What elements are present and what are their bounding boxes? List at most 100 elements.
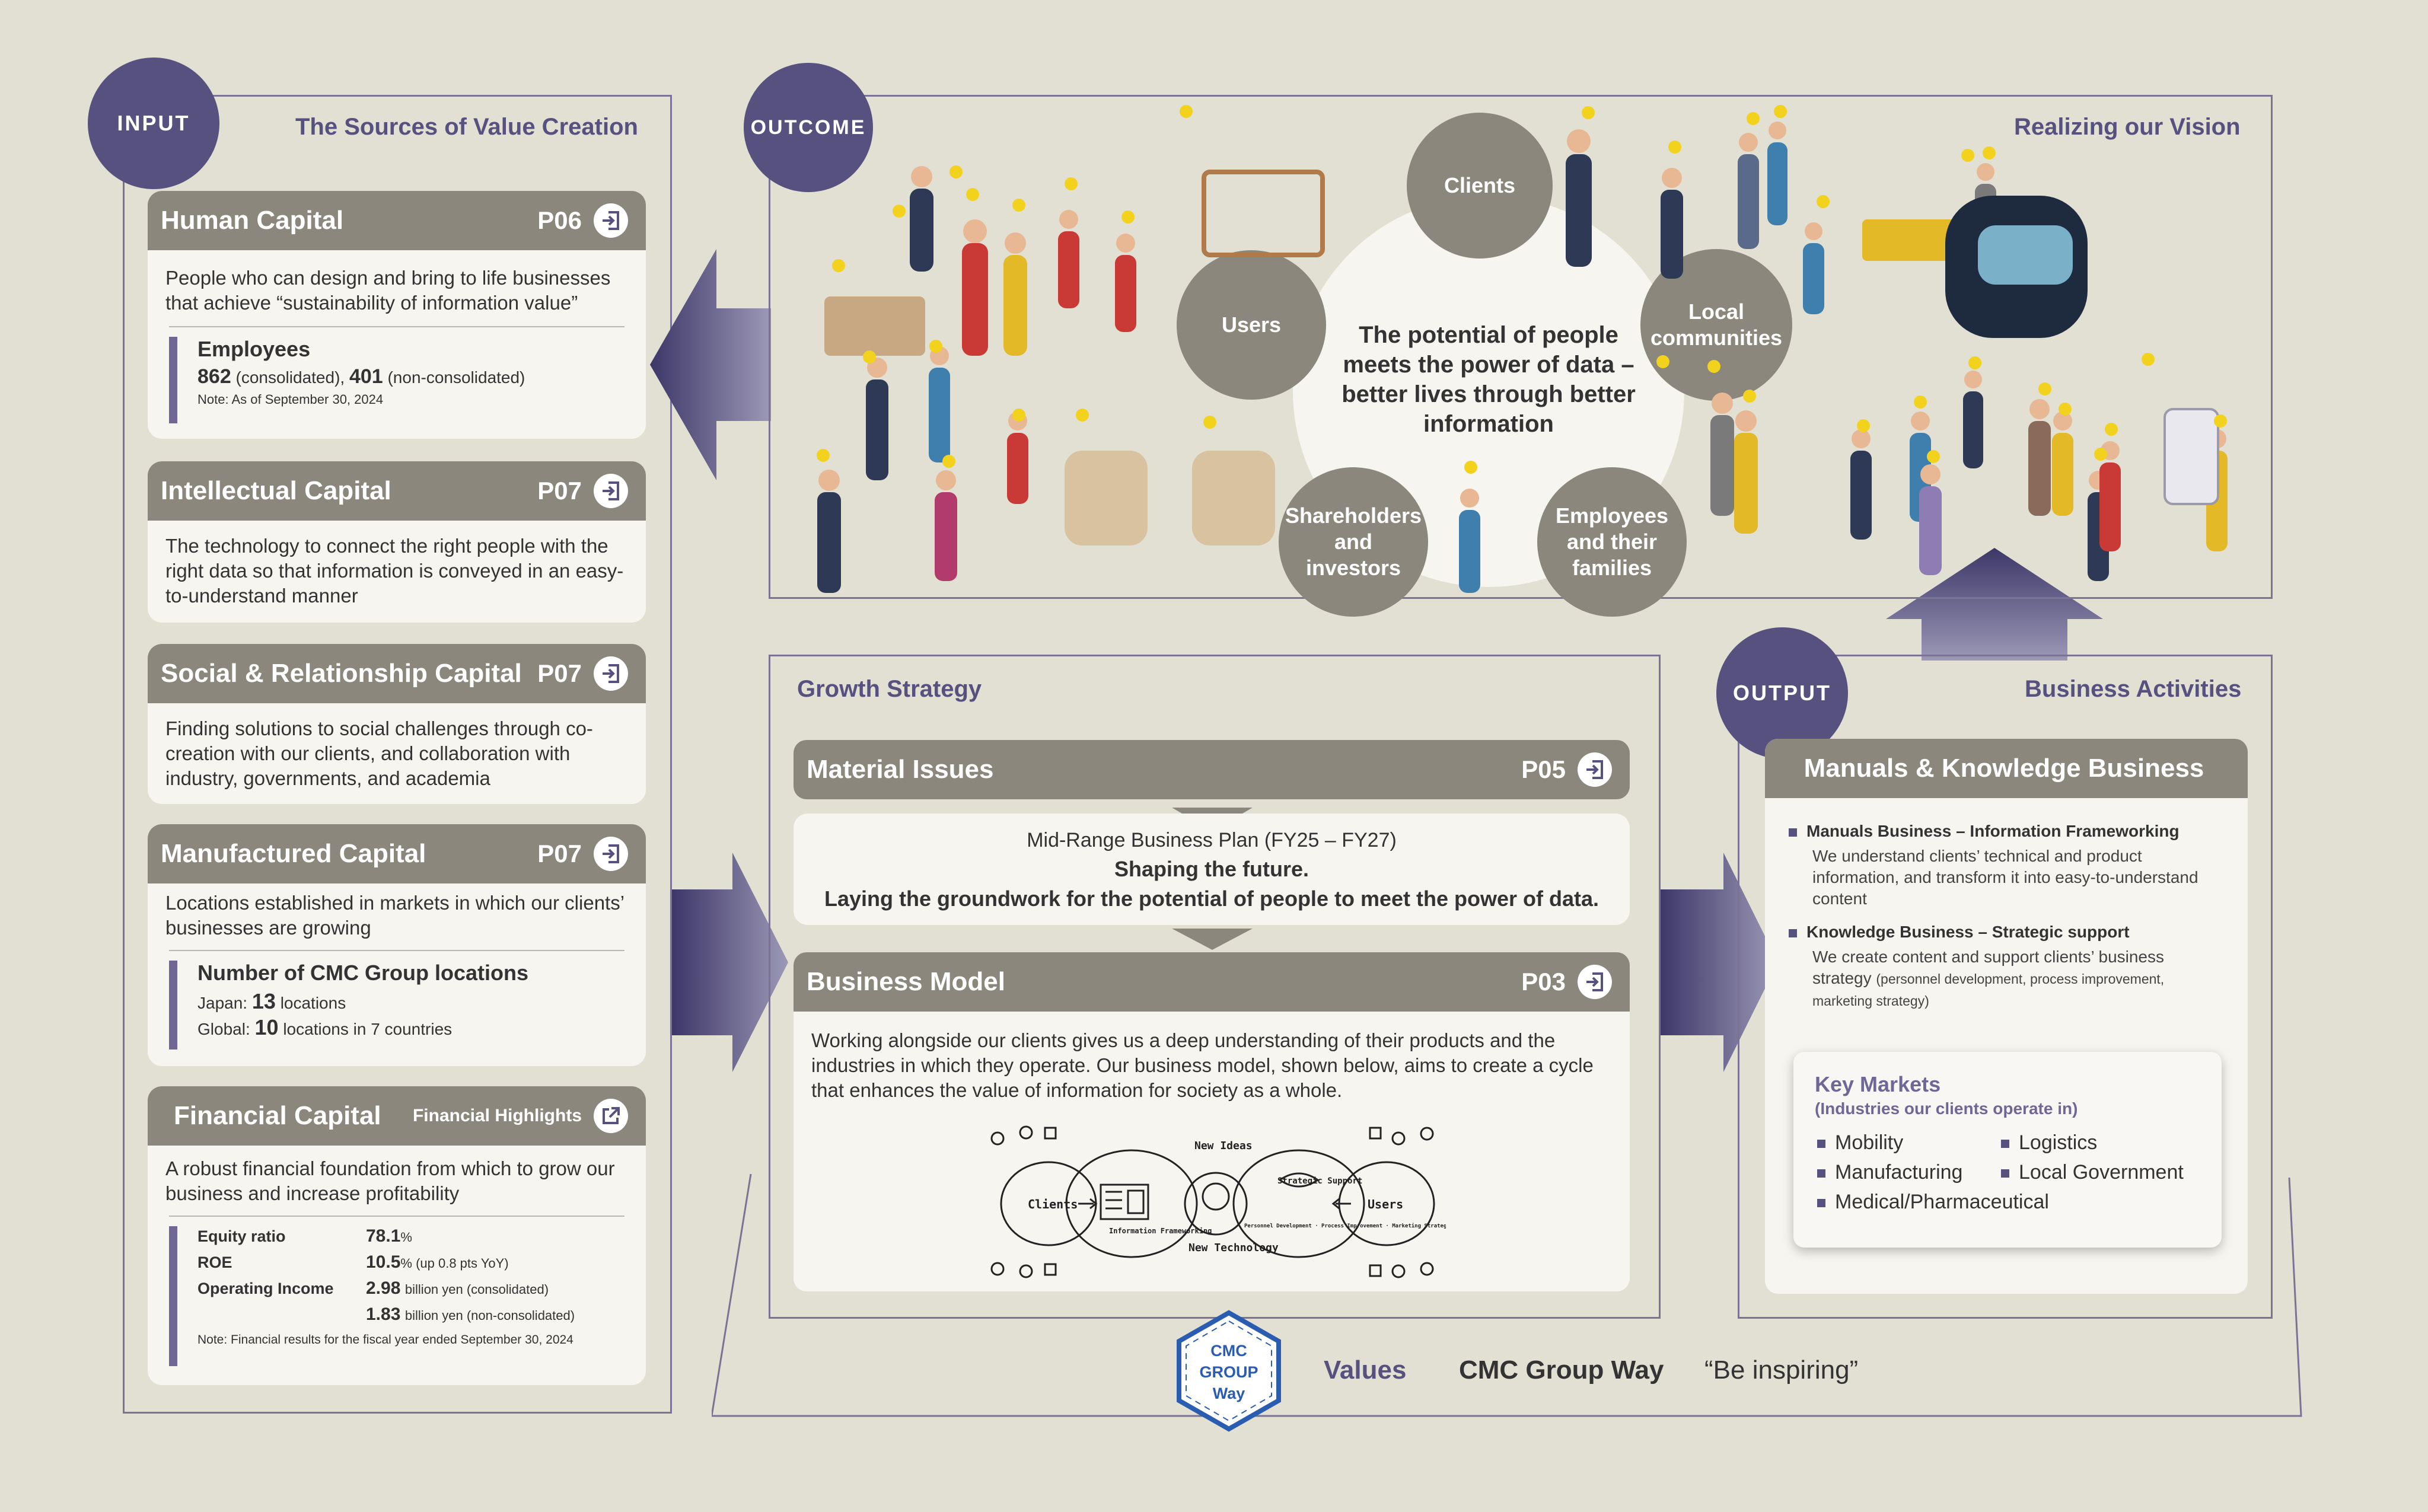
financial-capital-header: Financial Capital Financial Highlights [148,1086,646,1146]
bullet [1789,828,1797,837]
bullet [1789,929,1797,937]
financial-highlights-link[interactable]: Financial Highlights [412,1106,582,1125]
page-link-icon[interactable] [1578,965,1612,999]
manuals-business-title: Manuals Business – Information Framework… [1806,822,2180,840]
japan-label: Japan: [197,994,248,1012]
key-markets-title: Key Markets [1815,1072,1941,1096]
cmc-group-way-label: CMC Group Way [1459,1355,1664,1385]
business-model-page[interactable]: P03 [1521,968,1566,996]
social-capital-card: Social & Relationship Capital P07 Findin… [148,644,646,804]
business-model-desc: Working alongside our clients gives us a… [811,1029,1594,1101]
market-item: Manufacturing [1835,1161,1963,1184]
equity-ratio-value: 78.1 [366,1226,401,1246]
locations-stat: Number of CMC Group locations Japan: 13 … [169,950,624,1050]
manuals-knowledge-title: Manuals & Knowledge Business [1804,754,2204,783]
stakeholder-users: Users [1177,250,1326,400]
manufactured-capital-card: Manufactured Capital P07 Locations estab… [148,824,646,1066]
divider [169,950,624,951]
intellectual-capital-desc: The technology to connect the right peop… [165,535,624,607]
growth-frame [769,655,1661,1319]
page-link-icon[interactable] [594,203,628,238]
japan-unit: locations [280,994,346,1012]
roe-unit: % (up 0.8 pts YoY) [400,1256,509,1271]
sketch-new-ideas: New Ideas [1194,1140,1253,1152]
human-capital-title: Human Capital [161,206,344,235]
page-link-icon[interactable] [1578,752,1612,787]
cmc-group-way-quote: “Be inspiring” [1704,1355,1859,1385]
sketch-strategic-items: Personnel Development · Process Improvem… [1244,1223,1446,1229]
plan-line-2: Laying the groundwork for the potential … [824,886,1599,911]
operating-income-nonconsolidated: 1.83 [366,1304,401,1324]
key-markets-subtitle: (Industries our clients operate in) [1815,1099,2078,1118]
intellectual-capital-page[interactable]: P07 [537,477,582,505]
people-illustration [817,105,2228,593]
employees-nonconsolidated-note: (non-consolidated) [387,368,525,387]
output-tag: OUTPUT [1716,627,1848,759]
input-frame [123,95,672,1414]
material-issues-header: Material Issues P05 [794,740,1630,799]
sketch-users-label: Users [1368,1197,1403,1211]
employees-note: Note: As of September 30, 2024 [197,392,384,407]
input-section-title: The Sources of Value Creation [295,114,638,140]
flow-triangle [1172,929,1253,950]
badge-text: CMC GROUP Way [1199,1342,1258,1402]
knowledge-business-desc: We create content and support clients’ b… [1812,948,2165,987]
values-base-outline [712,1174,2302,1417]
hexagon-badge-icon [1177,1310,1281,1432]
employees-nonconsolidated: 401 [349,365,383,388]
external-link-icon[interactable] [594,1099,628,1133]
social-capital-title: Social & Relationship Capital [161,659,522,688]
bullet [2001,1140,2009,1149]
key-markets-box: Key Markets (Industries our clients oper… [1793,1052,2222,1248]
input-to-growth-arrow [672,853,788,1072]
financial-note: Note: Financial results for the fiscal y… [197,1333,573,1347]
employees-consolidated-note: (consolidated), [235,368,345,387]
stakeholder-employees: Employees and their families [1537,467,1687,617]
manuals-business-desc: We understand clients’ technical and pro… [1812,847,2198,908]
output-section-title: Business Activities [2025,676,2242,702]
global-value: 10 [254,1015,279,1039]
bullet [2001,1169,2009,1178]
employees-stat: Employees 862 (consolidated), 401 (non-c… [169,326,624,423]
japan-value: 13 [251,989,276,1013]
plan-subtitle: Mid-Range Business Plan (FY25 – FY27) [1027,829,1397,851]
bullet [1817,1169,1825,1178]
manufactured-capital-page[interactable]: P07 [537,840,582,867]
values-label: Values [1324,1355,1407,1385]
outcome-section-title: Realizing our Vision [2014,114,2241,140]
market-item: Medical/Pharmaceutical [1835,1191,2049,1213]
business-model-header: Business Model P03 [794,952,1630,1012]
market-item: Logistics [2019,1131,2098,1154]
sketch-strategic-support: Strategic Support [1277,1176,1362,1186]
manufactured-capital-title: Manufactured Capital [161,839,426,868]
stakeholder-clients: Clients [1407,113,1553,259]
intellectual-capital-card: Intellectual Capital P07 The technology … [148,461,646,623]
business-model-title: Business Model [807,967,1005,996]
center-statement: The potential of people meets the power … [1342,322,1636,437]
output-frame [1738,655,2273,1319]
financial-capital-title: Financial Capital [174,1101,381,1130]
mid-range-plan-box: Mid-Range Business Plan (FY25 – FY27) Sh… [794,814,1630,925]
human-capital-page[interactable]: P06 [537,206,582,234]
operating-income-nonconsolidated-unit: billion yen (non-consolidated) [404,1308,575,1323]
human-capital-header: Human Capital P06 [148,191,646,250]
page-link-icon[interactable] [594,837,628,871]
social-capital-header: Social & Relationship Capital P07 [148,644,646,703]
outcome-tag: OUTCOME [744,63,873,192]
market-item: Local Government [2019,1161,2184,1184]
sketch-info-label: Information Frameworking [1109,1227,1212,1235]
roe-label: ROE [197,1253,232,1271]
global-unit: locations in 7 countries [283,1020,453,1038]
roe-value: 10.5 [366,1252,401,1272]
intellectual-capital-header: Intellectual Capital P07 [148,461,646,521]
human-capital-desc: People who can design and bring to life … [165,267,611,314]
material-issues-title: Material Issues [807,755,994,784]
social-capital-page[interactable]: P07 [537,659,582,687]
equity-ratio-label: Equity ratio [197,1227,286,1245]
page-link-icon[interactable] [594,656,628,691]
material-issues-page[interactable]: P05 [1521,755,1566,783]
knowledge-business-desc-detail: (personnel development, process improvem… [1812,971,2165,1009]
page-link-icon[interactable] [594,474,628,508]
employees-label: Employees [197,337,311,361]
business-model-cycle-sketch: Clients Information Frameworking New Ide… [990,1125,1446,1278]
